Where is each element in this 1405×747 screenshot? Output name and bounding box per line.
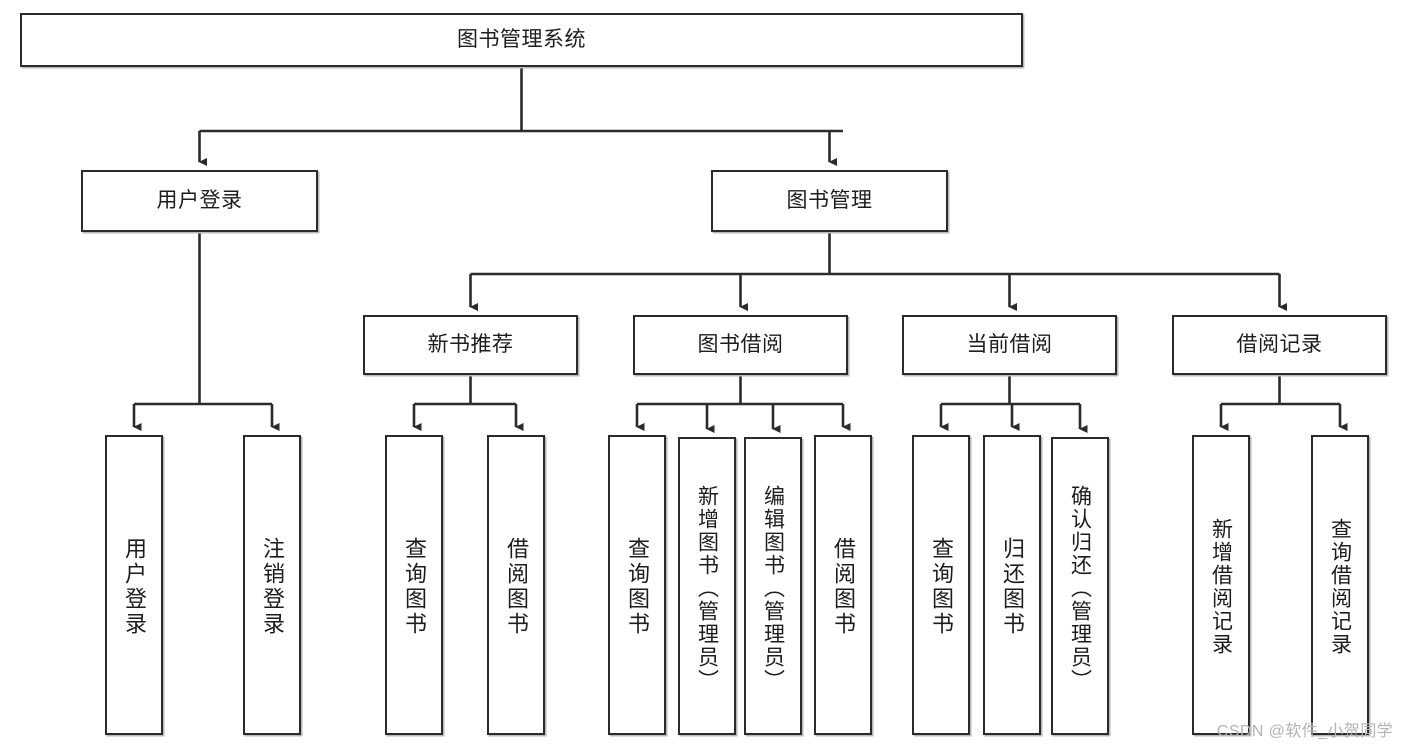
- node-leaf-query-book-b-label: 查询图书: [625, 537, 650, 637]
- node-leaf-edit-book-label: 编辑图书（管理员）: [761, 484, 785, 692]
- node-current-borrow-label: 当前借阅: [966, 332, 1053, 356]
- node-leaf-return-book-label: 归还图书: [1000, 537, 1025, 637]
- node-leaf-logout-label: 注销登录: [260, 537, 285, 637]
- node-leaf-add-book[interactable]: 新增图书（管理员）: [678, 437, 736, 735]
- node-leaf-add-book-label: 新增图书（管理员）: [695, 484, 719, 692]
- node-root[interactable]: 图书管理系统: [20, 13, 1023, 67]
- node-leaf-query-book-a-label: 查询图书: [402, 537, 427, 637]
- node-leaf-edit-book[interactable]: 编辑图书（管理员）: [744, 437, 802, 735]
- node-leaf-query-book-a[interactable]: 查询图书: [385, 435, 443, 735]
- node-leaf-return-book[interactable]: 归还图书: [983, 435, 1041, 735]
- node-leaf-borrow-book-a[interactable]: 借阅图书: [487, 435, 545, 735]
- node-current-borrow[interactable]: 当前借阅: [902, 315, 1117, 375]
- node-leaf-logout[interactable]: 注销登录: [243, 435, 301, 735]
- node-leaf-query-record[interactable]: 查询借阅记录: [1311, 435, 1369, 735]
- node-borrow-record[interactable]: 借阅记录: [1172, 315, 1387, 375]
- node-leaf-borrow-book-b-label: 借阅图书: [831, 537, 856, 637]
- node-leaf-add-record[interactable]: 新增借阅记录: [1192, 435, 1250, 735]
- node-leaf-add-record-label: 新增借阅记录: [1209, 518, 1233, 656]
- node-new-book-recommend[interactable]: 新书推荐: [363, 315, 578, 375]
- node-borrow-record-label: 借阅记录: [1236, 332, 1323, 356]
- node-leaf-borrow-book-b[interactable]: 借阅图书: [814, 435, 872, 735]
- node-leaf-confirm-return-label: 确认归还（管理员）: [1068, 484, 1092, 692]
- node-leaf-user-login[interactable]: 用户登录: [105, 435, 163, 735]
- node-user-login[interactable]: 用户登录: [81, 170, 318, 232]
- node-leaf-query-book-c[interactable]: 查询图书: [912, 435, 970, 735]
- node-book-manage-label: 图书管理: [786, 188, 873, 212]
- node-book-borrow-label: 图书借阅: [697, 332, 784, 356]
- node-leaf-query-book-c-label: 查询图书: [929, 537, 954, 637]
- node-book-manage[interactable]: 图书管理: [711, 170, 948, 232]
- node-root-label: 图书管理系统: [457, 27, 586, 51]
- node-leaf-user-login-label: 用户登录: [122, 537, 147, 637]
- node-user-login-label: 用户登录: [156, 188, 243, 212]
- node-leaf-confirm-return[interactable]: 确认归还（管理员）: [1051, 437, 1109, 735]
- node-leaf-query-record-label: 查询借阅记录: [1328, 518, 1352, 656]
- node-book-borrow[interactable]: 图书借阅: [633, 315, 848, 375]
- csdn-watermark: CSDN @软件_小贺同学: [1216, 723, 1393, 740]
- node-leaf-query-book-b[interactable]: 查询图书: [608, 435, 666, 735]
- node-new-book-recommend-label: 新书推荐: [427, 332, 514, 356]
- node-leaf-borrow-book-a-label: 借阅图书: [504, 537, 529, 637]
